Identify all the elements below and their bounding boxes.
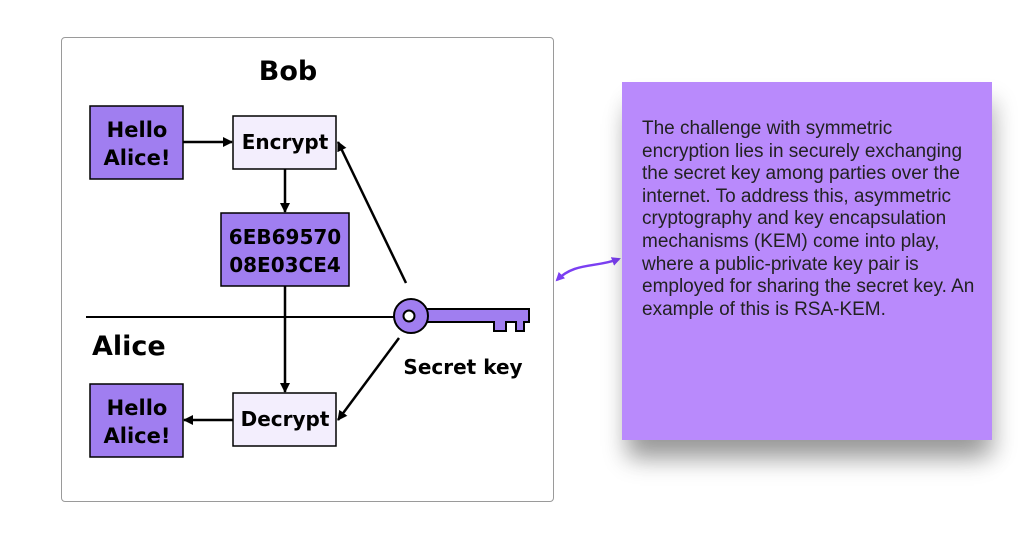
note-text: The challenge with symmetric encryption … (642, 118, 975, 320)
decrypt-box: Decrypt (232, 392, 337, 447)
plaintext-bottom-line1: Hello (107, 396, 168, 420)
note-card: The challenge with symmetric encryption … (622, 82, 992, 440)
alice-label: Alice (92, 331, 166, 362)
encrypt-label: Encrypt (242, 130, 329, 154)
arrow-key-to-encrypt (336, 141, 408, 284)
plaintext-top-line1: Hello (107, 118, 168, 142)
key-label: Secret key (403, 355, 522, 379)
plaintext-top-line2: Alice! (104, 146, 171, 170)
plaintext-box-top: Hello Alice! (89, 105, 184, 180)
plaintext-bottom-line2: Alice! (104, 424, 171, 448)
ciphertext-box: 6EB69570 08E03CE4 (220, 212, 350, 287)
ciphertext-line2: 08E03CE4 (229, 253, 341, 277)
arrow-key-to-decrypt (336, 337, 401, 421)
encrypt-box: Encrypt (232, 115, 337, 170)
decrypt-label: Decrypt (241, 407, 330, 431)
diagram-panel: Bob Alice Hello Alice! Encrypt 6EB69570 … (61, 37, 554, 502)
plaintext-box-bottom: Hello Alice! (89, 383, 184, 458)
double-arrow-connector (555, 257, 621, 282)
ciphertext-line1: 6EB69570 (229, 225, 341, 249)
symmetric-encryption-diagram: Bob Alice Hello Alice! Encrypt 6EB69570 … (86, 56, 530, 458)
bob-label: Bob (259, 56, 317, 87)
key-icon (393, 298, 530, 334)
